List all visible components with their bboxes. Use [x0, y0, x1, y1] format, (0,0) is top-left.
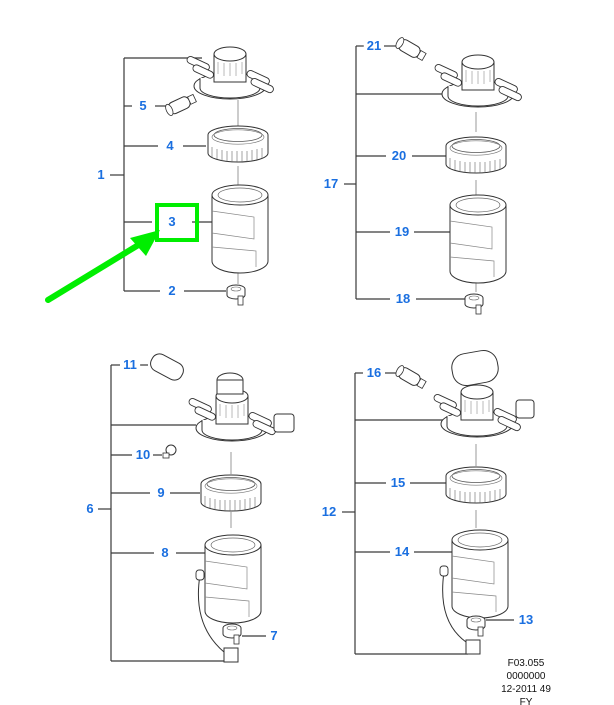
callout-9[interactable]: 9 — [154, 486, 168, 500]
callout-13[interactable]: 13 — [515, 613, 537, 627]
group-b-leaders — [344, 45, 466, 300]
group-d-sensor-plug — [393, 363, 428, 391]
group-c-water-sensor — [195, 569, 242, 663]
group-d-filter-head — [432, 349, 535, 438]
callout-19[interactable]: 19 — [391, 225, 413, 239]
group-a-filter-element — [211, 184, 269, 274]
callout-8[interactable]: 8 — [158, 546, 172, 560]
group-d-leaders — [342, 372, 514, 655]
group-b-drain-plug — [464, 293, 484, 315]
group-c-filter-head — [187, 372, 295, 442]
callout-assembly-6[interactable]: 6 — [83, 502, 97, 516]
figure-code: F03.055 0000000 12-2011 49 FY — [486, 657, 566, 705]
callout-16[interactable]: 16 — [363, 366, 385, 380]
callout-15[interactable]: 15 — [387, 476, 409, 490]
group-c-filter-element — [204, 534, 262, 624]
group-c-leaders — [98, 364, 266, 662]
callout-3[interactable]: 3 — [165, 215, 179, 229]
callout-11[interactable]: 11 — [120, 358, 140, 372]
figure-code-line-1: F03.055 — [507, 658, 545, 669]
callout-10[interactable]: 10 — [132, 448, 154, 462]
group-c-retaining-ring — [200, 474, 262, 512]
callout-20[interactable]: 20 — [388, 149, 410, 163]
figure-code-line-2: 0000000 — [506, 671, 546, 682]
group-b-filter-head — [433, 54, 524, 108]
callout-5[interactable]: 5 — [136, 99, 150, 113]
group-a-drain-plug — [226, 284, 246, 306]
callout-14[interactable]: 14 — [391, 545, 413, 559]
group-a-filter-head — [185, 46, 276, 100]
group-b-sensor-plug — [393, 35, 428, 63]
highlight-box — [155, 203, 199, 242]
figure-code-line-3: 12-2011 49 — [501, 684, 551, 695]
highlight-arrow — [45, 230, 160, 303]
group-d-retaining-ring — [445, 466, 507, 504]
group-d-water-sensor — [439, 565, 486, 655]
callout-21[interactable]: 21 — [363, 39, 385, 53]
group-d-filter-element — [451, 529, 509, 619]
group-c-bleed-screw — [162, 444, 177, 459]
callout-4[interactable]: 4 — [163, 139, 177, 153]
group-a-retaining-ring — [207, 125, 269, 163]
callout-7[interactable]: 7 — [267, 629, 281, 643]
callout-2[interactable]: 2 — [165, 284, 179, 298]
callout-18[interactable]: 18 — [392, 292, 414, 306]
callout-assembly-17[interactable]: 17 — [320, 177, 342, 191]
callout-assembly-12[interactable]: 12 — [318, 505, 340, 519]
figure-code-line-4: FY — [519, 697, 533, 705]
group-a-sensor-plug — [163, 92, 198, 118]
callout-assembly-1[interactable]: 1 — [94, 168, 108, 182]
group-c-heater-sensor — [150, 353, 184, 381]
group-b-filter-element — [449, 194, 507, 284]
group-b-retaining-ring — [445, 136, 507, 174]
